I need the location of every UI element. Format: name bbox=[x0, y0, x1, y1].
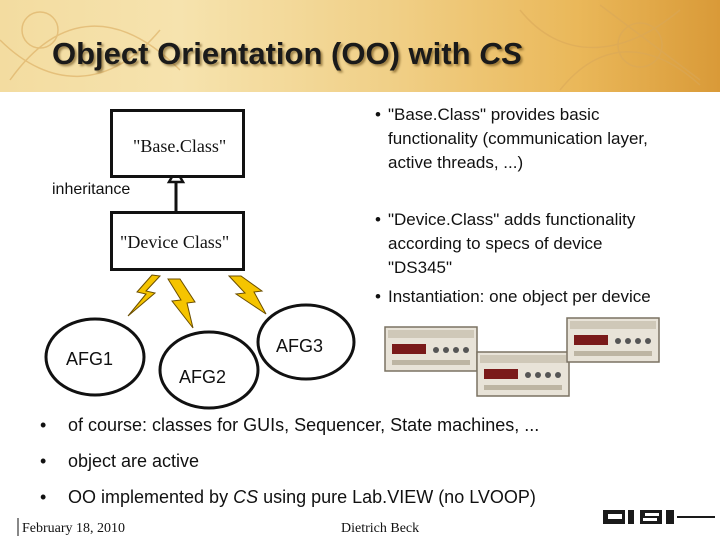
base-class-box: "Base.Class" bbox=[110, 109, 245, 178]
inheritance-label: inheritance bbox=[52, 181, 131, 198]
footer-author: Dietrich Beck bbox=[341, 521, 420, 536]
afg2-object bbox=[158, 330, 260, 410]
device-class-box: "Device Class" bbox=[110, 211, 245, 271]
slide-title: Object Orientation (OO) with CS bbox=[52, 36, 523, 71]
bullet-line: "Device.Class" adds functionality bbox=[388, 210, 636, 229]
bullet-line: "Base.Class" provides basic bbox=[388, 105, 600, 124]
footer-date: February 18, 2010 bbox=[22, 521, 126, 536]
bullet-line: functionality (communication layer, bbox=[388, 129, 648, 148]
afg1-object bbox=[44, 317, 146, 397]
device-photo bbox=[476, 351, 570, 397]
lightning-icon bbox=[167, 278, 196, 329]
bullet-line: "DS345" bbox=[388, 258, 453, 277]
lightning-icon bbox=[227, 275, 267, 315]
bullet-line: active threads, ...) bbox=[388, 153, 524, 172]
afg3-label: AFG3 bbox=[276, 336, 324, 356]
gsi-logo bbox=[600, 508, 718, 526]
afg2-label: AFG2 bbox=[179, 367, 227, 387]
afg3-object bbox=[256, 303, 356, 381]
afg1-label: AFG1 bbox=[66, 349, 114, 369]
header-banner: Object Orientation (OO) with CS bbox=[0, 0, 720, 92]
device-photo bbox=[566, 317, 660, 363]
device-class-label: "Device Class" bbox=[120, 232, 230, 252]
base-class-label: "Base.Class" bbox=[133, 136, 227, 156]
bullet-line: Instantiation: one object per device bbox=[388, 287, 651, 306]
lightning-icon bbox=[127, 274, 162, 317]
bullet-line: according to specs of device bbox=[388, 234, 603, 253]
header-decoration bbox=[0, 4, 701, 91]
device-photo bbox=[384, 326, 478, 372]
